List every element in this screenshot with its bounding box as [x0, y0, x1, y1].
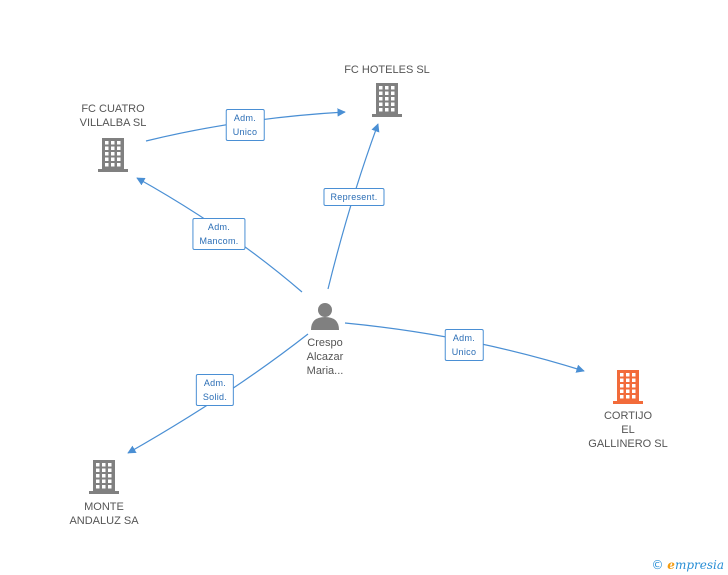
edge-label-line: Mancom. — [199, 236, 239, 246]
edge-label[interactable]: Adm. Unico — [444, 329, 484, 361]
building-icon[interactable] — [372, 83, 402, 117]
brand-rest: mpresia — [674, 558, 724, 572]
empresia-watermark[interactable]: © empresia — [651, 558, 724, 572]
node-label-fc_cuatro[interactable]: FC CUATRO VILLALBA SL — [80, 102, 147, 130]
building-icon[interactable] — [89, 460, 119, 494]
edge-label[interactable]: Adm. Solid. — [195, 374, 235, 406]
node-label-line: Crespo — [307, 337, 343, 349]
building-icon[interactable] — [613, 370, 643, 404]
node-label-cortijo[interactable]: CORTIJO EL GALLINERO SL — [588, 409, 667, 451]
edge-label[interactable]: Adm. Mancom. — [192, 218, 246, 250]
node-label-line: Alcazar — [306, 351, 344, 363]
edge-label-line: Adm. — [452, 333, 476, 343]
edge-label-line: Unico — [232, 127, 258, 137]
edge-label-line: Adm. — [207, 222, 231, 232]
node-label-line: MONTE — [84, 501, 124, 513]
edge-crespo-to-fc_hoteles — [327, 123, 380, 290]
node-label-monte[interactable]: MONTE ANDALUZ SA — [69, 500, 138, 528]
copyright-icon: © — [651, 558, 664, 572]
edge-label-line: Adm. — [203, 378, 227, 388]
node-label-line: EL — [621, 424, 635, 436]
node-label-line: Maria... — [306, 365, 344, 377]
node-label-line: VILLALBA SL — [79, 117, 147, 129]
edge-label-line: Represent. — [330, 192, 378, 202]
node-label-fc_hoteles[interactable]: FC HOTELES SL — [344, 63, 430, 77]
edge-label-line: Solid. — [202, 392, 228, 402]
node-label-line: ANDALUZ SA — [69, 515, 139, 527]
node-label-line: CORTIJO — [603, 410, 653, 422]
edge-label[interactable]: Represent. — [323, 188, 385, 206]
edge-label[interactable]: Adm. Unico — [225, 109, 265, 141]
edge-label-line: Adm. — [233, 113, 257, 123]
node-label-line: GALLINERO SL — [588, 438, 668, 450]
edge-label-line: Unico — [451, 347, 477, 357]
brand-initial: e — [667, 558, 675, 572]
person-icon[interactable] — [311, 303, 339, 330]
building-icon[interactable] — [98, 138, 128, 172]
node-label-line: FC CUATRO — [81, 103, 145, 115]
nodes-layer — [89, 83, 643, 494]
node-label-line: FC HOTELES SL — [344, 64, 430, 76]
